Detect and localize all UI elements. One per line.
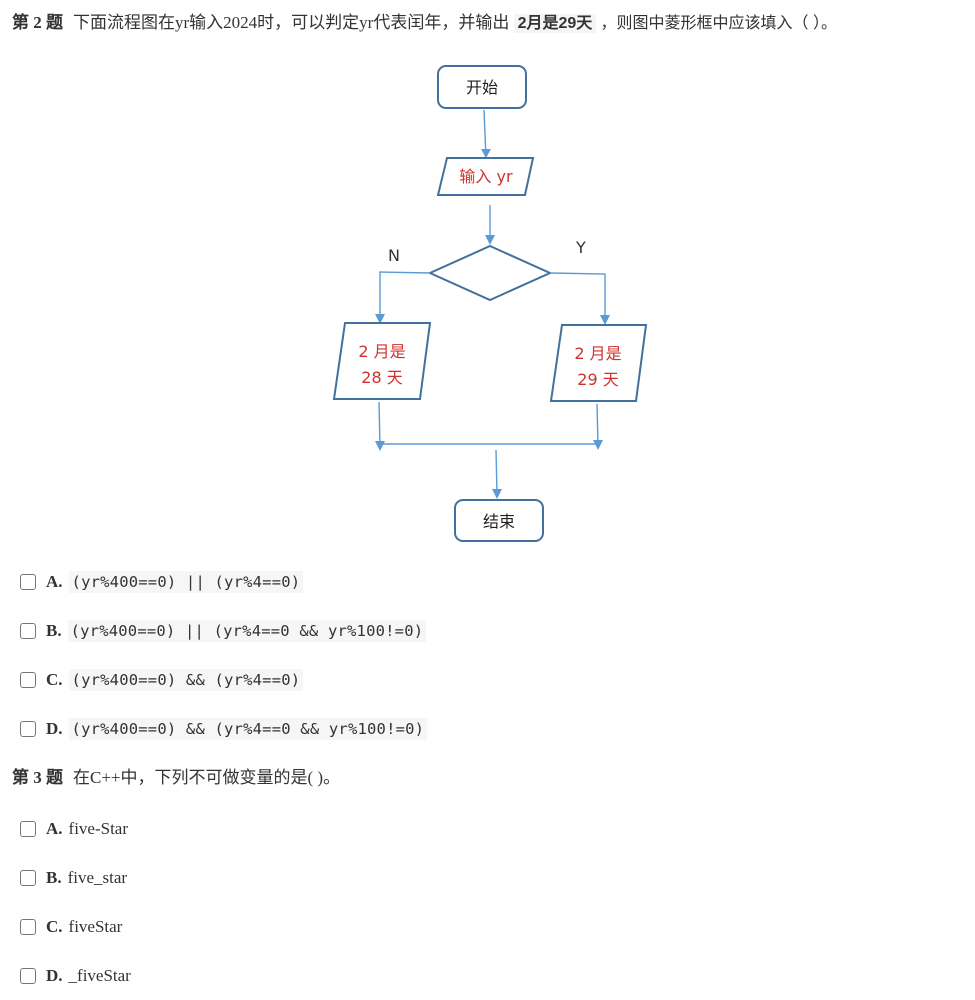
- no-label: N: [388, 246, 400, 265]
- checkbox[interactable]: [20, 870, 36, 886]
- q3-option-a[interactable]: A. five-Star: [20, 816, 128, 842]
- output-28-line2: 28 天: [361, 368, 402, 387]
- arrow-yes-branch: [549, 272, 606, 323]
- flowchart: 开始 输入 yr N Y 2 月是 28 天 2 月是 29 天: [332, 65, 648, 542]
- q3-option-c[interactable]: C. fiveStar: [20, 914, 122, 940]
- checkbox[interactable]: [20, 821, 36, 837]
- option-text: (yr%400==0) && (yr%4==0): [68, 669, 304, 691]
- option-letter: B.: [46, 621, 62, 640]
- flowchart-input-node: 输入 yr: [436, 157, 535, 196]
- question-text-after: ，则图中菱形框中应该填入（ ）。: [600, 15, 837, 32]
- question-highlight: 2月是29天: [513, 14, 597, 33]
- arrow-no-branch: [379, 271, 431, 322]
- arrow-head-icon: [481, 149, 491, 158]
- question-text: 在C++中，下列不可做变量的是( )。: [73, 768, 341, 787]
- option-letter: D.: [46, 966, 63, 985]
- option-text: five-Star: [68, 819, 129, 838]
- checkbox[interactable]: [20, 623, 36, 639]
- flowchart-end-node: 结束: [454, 499, 544, 542]
- input-label: 输入 yr: [459, 167, 513, 186]
- start-label: 开始: [466, 78, 498, 97]
- option-letter: A.: [46, 572, 63, 591]
- option-letter: D.: [46, 719, 63, 738]
- arrow-head-icon: [485, 235, 495, 245]
- output-29-line1: 2 月是: [574, 344, 621, 363]
- end-label: 结束: [483, 512, 515, 531]
- checkbox[interactable]: [20, 968, 36, 984]
- question-number: 第 3 题: [12, 768, 63, 787]
- question-text: 下面流程图在yr输入2024时，可以判定yr代表闰年，并输出: [73, 13, 510, 32]
- q2-option-d[interactable]: D. (yr%400==0) && (yr%4==0 && yr%100!=0): [20, 716, 428, 742]
- option-letter: B.: [46, 868, 62, 887]
- q2-option-b[interactable]: B. (yr%400==0) || (yr%4==0 && yr%100!=0): [20, 618, 427, 644]
- arrow-29-to-merge: [596, 403, 599, 446]
- question-3-title: 第 3 题在C++中，下列不可做变量的是( )。: [12, 766, 340, 790]
- question-2-title: 第 2 题下面流程图在yr输入2024时，可以判定yr代表闰年，并输出 2月是2…: [12, 11, 837, 36]
- arrow-merge-to-end: [495, 449, 498, 496]
- checkbox[interactable]: [20, 574, 36, 590]
- arrow-head-icon: [492, 489, 502, 499]
- option-text: (yr%400==0) && (yr%4==0 && yr%100!=0): [68, 718, 428, 740]
- q2-option-c[interactable]: C. (yr%400==0) && (yr%4==0): [20, 667, 304, 693]
- flowchart-output-28-node: 2 月是 28 天: [332, 322, 432, 400]
- arrow-head-icon: [600, 315, 610, 325]
- arrow-head-icon: [375, 441, 385, 451]
- option-letter: C.: [46, 670, 63, 689]
- option-letter: C.: [46, 917, 63, 936]
- checkbox[interactable]: [20, 919, 36, 935]
- yes-label: Y: [575, 238, 586, 257]
- option-text: (yr%400==0) || (yr%4==0): [68, 571, 304, 593]
- flowchart-decision-node[interactable]: [427, 244, 553, 302]
- q2-option-a[interactable]: A. (yr%400==0) || (yr%4==0): [20, 569, 304, 595]
- checkbox[interactable]: [20, 721, 36, 737]
- option-text: (yr%400==0) || (yr%4==0 && yr%100!=0): [67, 620, 427, 642]
- output-29-line2: 29 天: [577, 370, 618, 389]
- question-number: 第 2 题: [12, 13, 63, 32]
- q3-option-d[interactable]: D. _fiveStar: [20, 963, 131, 989]
- option-text: _fiveStar: [68, 966, 131, 985]
- arrow-head-icon: [375, 314, 385, 324]
- output-28-line1: 2 月是: [358, 342, 405, 361]
- option-letter: A.: [46, 819, 63, 838]
- q3-option-b[interactable]: B. five_star: [20, 865, 127, 891]
- flowchart-start-node: 开始: [437, 65, 527, 109]
- option-text: fiveStar: [68, 917, 123, 936]
- option-text: five_star: [67, 868, 128, 887]
- arrow-head-icon: [593, 440, 603, 450]
- flowchart-output-29-node: 2 月是 29 天: [549, 324, 648, 402]
- checkbox[interactable]: [20, 672, 36, 688]
- arrow-28-to-merge: [378, 401, 381, 448]
